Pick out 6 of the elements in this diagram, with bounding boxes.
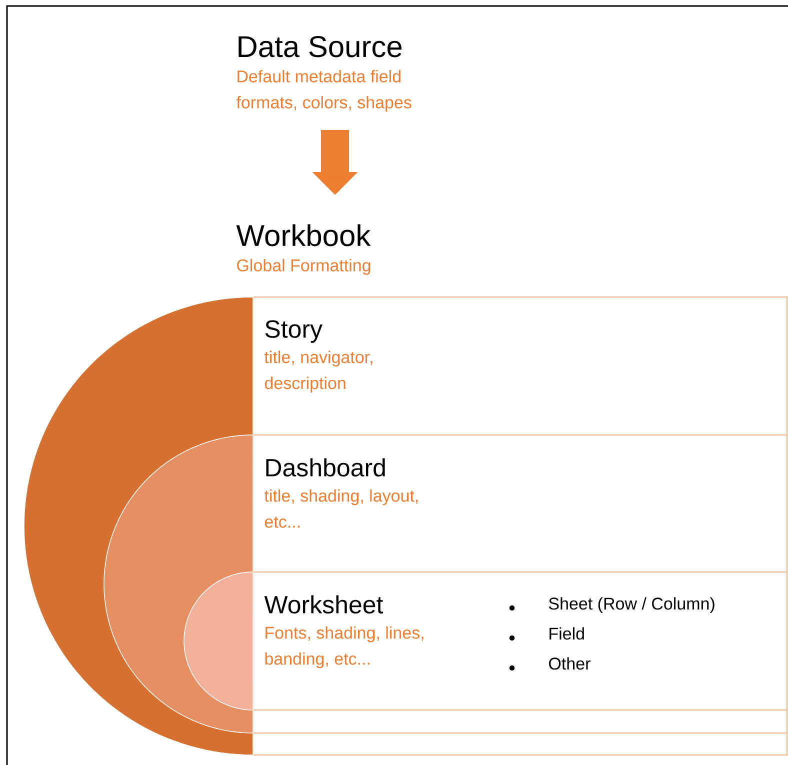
- list-item: Other: [549, 657, 590, 670]
- list-item: Sheet (Row / Column): [548, 597, 714, 614]
- list-item: Field: [550, 627, 584, 640]
- heading-text: Workbook Global Formatting: [236, 224, 371, 275]
- heading-text: Data Source Default metadata field formats, colors, shapes: [236, 36, 412, 112]
- nested-panel: Worksheet Fonts, shading, lines, banding, etc... Sheet (Row / Column) Field Other: [184, 572, 788, 710]
